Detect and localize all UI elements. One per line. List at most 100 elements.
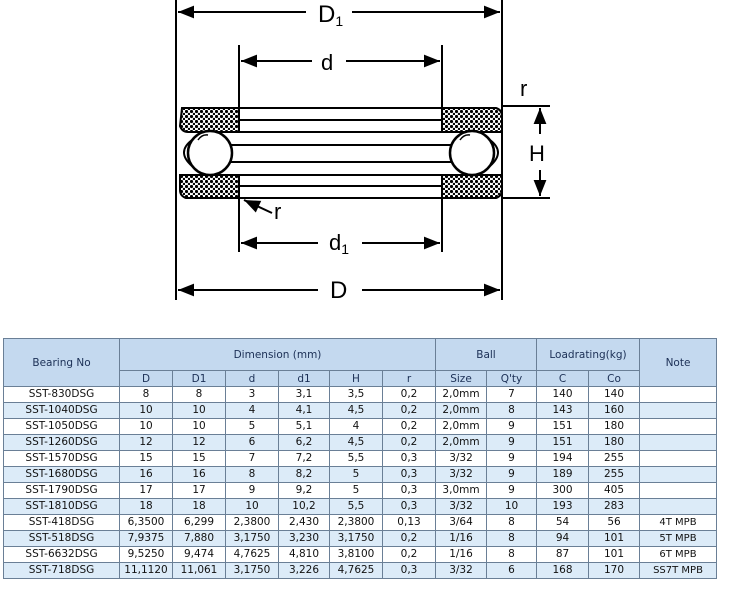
cell-bearing-no: SST-1810DSG	[3, 498, 120, 515]
cell-D: 10	[119, 402, 173, 419]
cell-D: 7,9375	[119, 530, 173, 547]
cell-ball-qty: 10	[486, 498, 537, 515]
cell-load-Co: 140	[588, 386, 640, 403]
cell-ball-size: 2,0mm	[435, 386, 487, 403]
cell-H: 3,5	[329, 386, 383, 403]
cell-bearing-no: SST-718DSG	[3, 562, 120, 579]
cell-ball-qty: 9	[486, 450, 537, 467]
cell-ball-size: 3/32	[435, 450, 487, 467]
cell-note	[639, 450, 717, 467]
cell-load-Co: 101	[588, 546, 640, 563]
cell-r: 0,3	[382, 562, 436, 579]
cell-D: 8	[119, 386, 173, 403]
cell-d1: 3,226	[278, 562, 330, 579]
label-D1: D1	[318, 1, 343, 29]
cell-d: 6	[225, 434, 279, 451]
cell-d1: 3,1	[278, 386, 330, 403]
cell-d: 4,7625	[225, 546, 279, 563]
cell-load-Co: 255	[588, 466, 640, 483]
cell-ball-size: 3/32	[435, 498, 487, 515]
cell-D1: 18	[172, 498, 226, 515]
cell-D1: 16	[172, 466, 226, 483]
cell-r: 0,2	[382, 386, 436, 403]
cell-d: 4	[225, 402, 279, 419]
cell-d: 5	[225, 418, 279, 435]
cell-D1: 7,880	[172, 530, 226, 547]
cell-H: 4,7625	[329, 562, 383, 579]
cell-ball-size: 3,0mm	[435, 482, 487, 499]
cell-d: 2,3800	[225, 514, 279, 531]
cell-D: 10	[119, 418, 173, 435]
cell-d: 3	[225, 386, 279, 403]
cell-note: 6T MPB	[639, 546, 717, 563]
subheader-qty: Q'ty	[486, 370, 537, 387]
subheader-Co: Co	[588, 370, 640, 387]
cell-note	[639, 498, 717, 515]
cell-D1: 11,061	[172, 562, 226, 579]
cell-ball-size: 1/16	[435, 546, 487, 563]
cell-note: 5T MPB	[639, 530, 717, 547]
header-bearing-no: Bearing No	[3, 338, 120, 387]
cell-ball-size: 3/64	[435, 514, 487, 531]
subheader-d1: d1	[278, 370, 330, 387]
cell-load-Co: 180	[588, 418, 640, 435]
cell-D: 12	[119, 434, 173, 451]
cell-D1: 6,299	[172, 514, 226, 531]
bearing-washers	[178, 107, 503, 199]
header-dimension: Dimension (mm)	[119, 338, 436, 371]
cell-bearing-no: SST-1680DSG	[3, 466, 120, 483]
cell-note	[639, 482, 717, 499]
cell-load-Co: 180	[588, 434, 640, 451]
cell-D: 18	[119, 498, 173, 515]
cell-d1: 2,430	[278, 514, 330, 531]
cell-r: 0,13	[382, 514, 436, 531]
bearing-diagram: D1 d r H r d1 D	[175, 0, 550, 304]
cell-load-C: 193	[536, 498, 589, 515]
cell-load-C: 168	[536, 562, 589, 579]
cell-ball-qty: 8	[486, 402, 537, 419]
cell-d: 9	[225, 482, 279, 499]
cell-ball-qty: 9	[486, 466, 537, 483]
cell-ball-qty: 9	[486, 482, 537, 499]
subheader-D: D	[119, 370, 173, 387]
subheader-r: r	[382, 370, 436, 387]
cell-ball-size: 3/32	[435, 466, 487, 483]
cell-bearing-no: SST-830DSG	[3, 386, 120, 403]
cell-note	[639, 466, 717, 483]
label-r-bottom: r	[274, 199, 281, 224]
cell-d1: 4,810	[278, 546, 330, 563]
cell-D1: 15	[172, 450, 226, 467]
cell-ball-size: 2,0mm	[435, 434, 487, 451]
cell-load-C: 151	[536, 434, 589, 451]
cell-D: 11,1120	[119, 562, 173, 579]
cell-load-C: 94	[536, 530, 589, 547]
cell-load-Co: 160	[588, 402, 640, 419]
bearing-spec-table: Bearing No Dimension (mm) Ball Loadratin…	[3, 338, 717, 579]
cell-D1: 12	[172, 434, 226, 451]
cell-note	[639, 418, 717, 435]
cell-r: 0,3	[382, 498, 436, 515]
cell-D: 16	[119, 466, 173, 483]
cell-note	[639, 434, 717, 451]
cell-load-C: 194	[536, 450, 589, 467]
cell-load-Co: 255	[588, 450, 640, 467]
cell-d1: 4,1	[278, 402, 330, 419]
cell-H: 5,5	[329, 450, 383, 467]
cell-D1: 8	[172, 386, 226, 403]
cell-load-C: 151	[536, 418, 589, 435]
cell-bearing-no: SST-1040DSG	[3, 402, 120, 419]
cell-r: 0,3	[382, 466, 436, 483]
cell-H: 5,5	[329, 498, 383, 515]
cell-load-Co: 101	[588, 530, 640, 547]
cell-load-Co: 170	[588, 562, 640, 579]
header-loadrating: Loadrating(kg)	[536, 338, 640, 371]
cell-d: 8	[225, 466, 279, 483]
label-H: H	[529, 141, 545, 166]
subheader-D1: D1	[172, 370, 226, 387]
cell-ball-qty: 9	[486, 418, 537, 435]
cell-d: 3,1750	[225, 530, 279, 547]
cell-bearing-no: SST-418DSG	[3, 514, 120, 531]
